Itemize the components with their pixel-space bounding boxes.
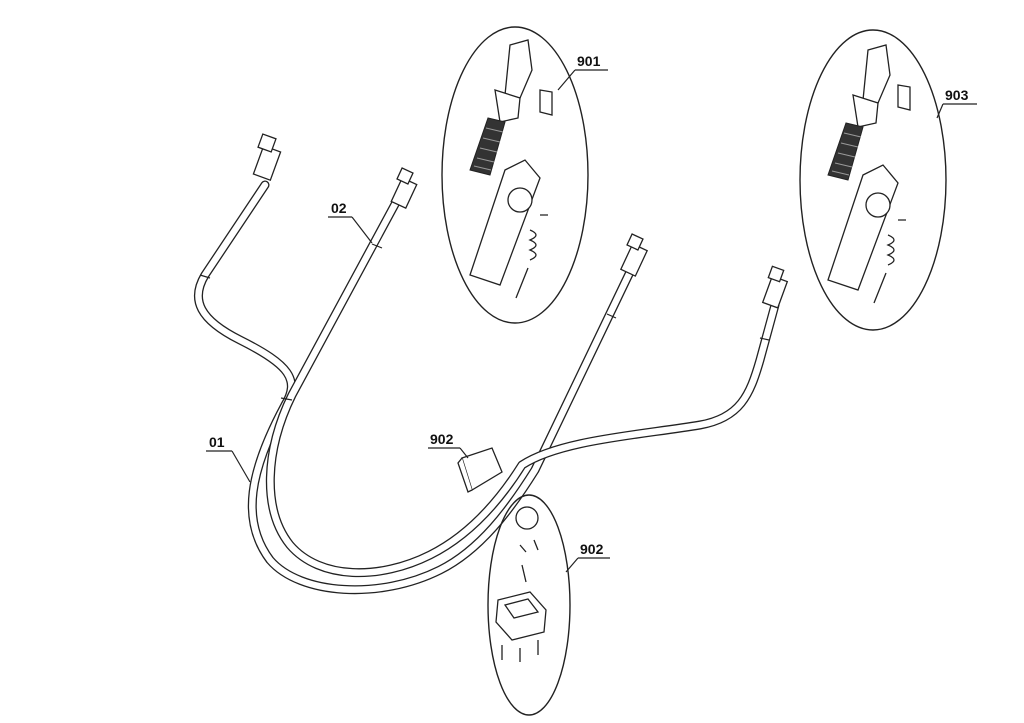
label-902-box: 902 [428, 431, 469, 459]
connector-2 [390, 167, 418, 210]
label-text: 901 [577, 53, 601, 69]
cable-joints [199, 243, 770, 401]
grip [469, 117, 506, 176]
label-901: 901 [557, 53, 608, 91]
junction-box [457, 447, 503, 493]
label-text: 903 [945, 87, 969, 103]
connector-3 [619, 233, 649, 277]
clamp-set-903 [799, 29, 947, 331]
label-903: 903 [936, 87, 977, 119]
label-902-kit: 902 [565, 541, 610, 573]
connector-1 [252, 133, 282, 182]
label-text: 02 [331, 200, 347, 216]
label-text: 902 [580, 541, 604, 557]
junction-box-kit-902 [487, 494, 571, 716]
clamp-set-901 [441, 26, 589, 324]
label-text: 01 [209, 434, 225, 450]
label-text: 902 [430, 431, 454, 447]
label-02: 02 [328, 200, 373, 244]
label-01: 01 [206, 434, 251, 483]
connector-4 [761, 265, 789, 309]
cable-02 [265, 190, 780, 578]
cable-01 [193, 180, 635, 595]
